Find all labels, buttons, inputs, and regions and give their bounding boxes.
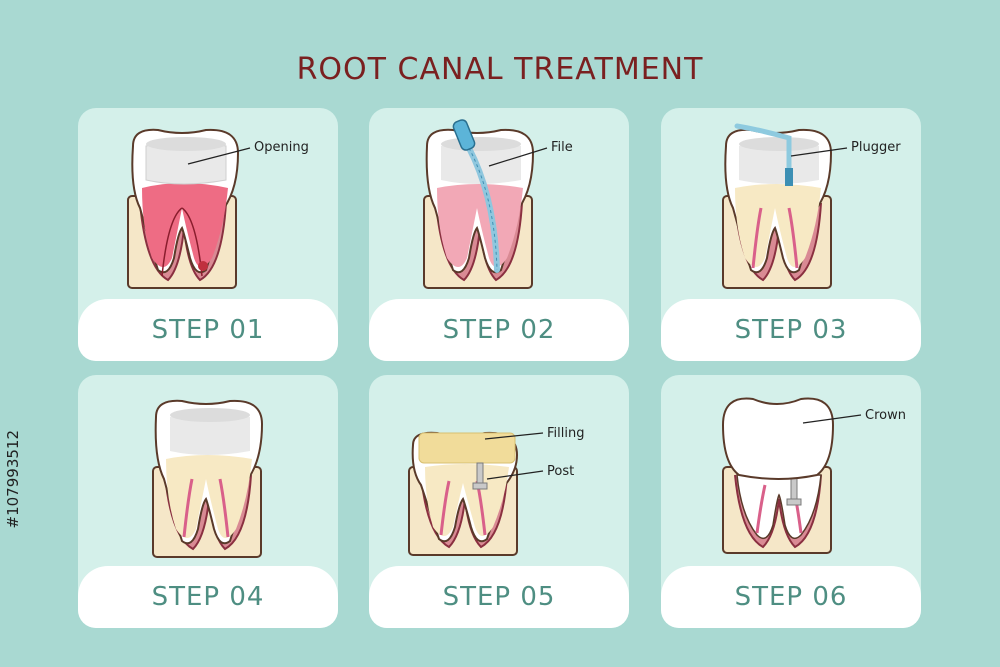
tooth-opening-icon: Opening bbox=[127, 128, 309, 289]
tooth-file-icon: File bbox=[423, 119, 573, 289]
step-card-5: Filling Post STEP 05 bbox=[369, 375, 629, 628]
tooth-plugger-icon: Plugger bbox=[722, 123, 901, 289]
label-plugger: Plugger bbox=[851, 140, 901, 155]
label-post: Post bbox=[547, 464, 574, 479]
step-label-6: STEP 06 bbox=[661, 566, 921, 628]
label-filling: Filling bbox=[547, 426, 584, 441]
label-crown: Crown bbox=[865, 408, 906, 423]
step-card-4: STEP 04 bbox=[78, 375, 338, 628]
step-label-3: STEP 03 bbox=[661, 299, 921, 361]
step-card-6: Crown STEP 06 bbox=[661, 375, 921, 628]
label-file: File bbox=[551, 140, 573, 155]
tooth-crown-icon: Crown bbox=[721, 397, 906, 554]
label-opening: Opening bbox=[254, 140, 309, 155]
step-label-1: STEP 01 bbox=[78, 299, 338, 361]
step-label-2: STEP 02 bbox=[369, 299, 629, 361]
tooth-sealed-icon bbox=[152, 399, 264, 558]
step-card-3: Plugger STEP 03 bbox=[661, 108, 921, 361]
step-label-5: STEP 05 bbox=[369, 566, 629, 628]
step-label-4: STEP 04 bbox=[78, 566, 338, 628]
step-card-1: Opening STEP 01 bbox=[78, 108, 338, 361]
tooth-filling-post-icon: Filling Post bbox=[408, 426, 584, 556]
page-title: ROOT CANAL TREATMENT bbox=[296, 52, 704, 87]
stock-id-watermark: #107993512 bbox=[4, 430, 22, 529]
step-card-2: File STEP 02 bbox=[369, 108, 629, 361]
